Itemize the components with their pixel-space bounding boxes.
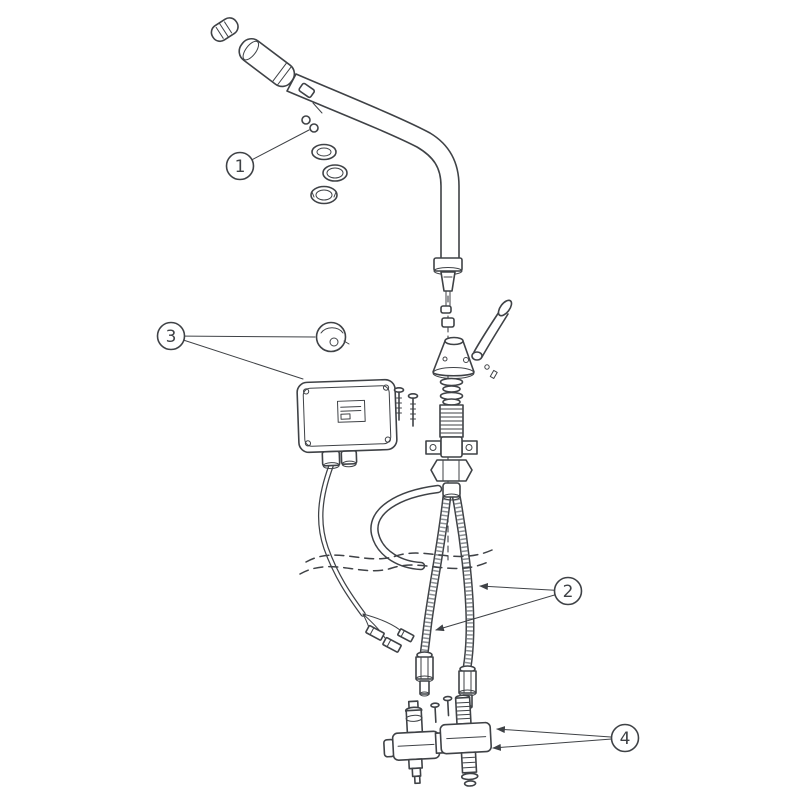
spout-rings (310, 143, 348, 205)
callout-2: 2 (435, 576, 583, 632)
callout-1: 1 (225, 129, 310, 181)
hose-loop (370, 484, 443, 571)
spout-collar (433, 257, 463, 328)
side-lever (471, 299, 513, 379)
mounting-screws (393, 386, 419, 427)
spout-joint-clip (298, 82, 323, 133)
callout-1-label: 1 (235, 157, 246, 177)
spray-head (238, 37, 296, 88)
callout-4: 4 (492, 723, 640, 753)
mounting-hardware (425, 377, 478, 501)
control-cable (317, 463, 366, 617)
callout-2-label: 2 (563, 582, 574, 602)
mixing-valve-manifold (383, 694, 492, 787)
hose-fitting-left (415, 651, 434, 697)
control-box (296, 378, 398, 470)
callout-3: 3 (156, 321, 316, 380)
sensor-disc (315, 321, 350, 353)
break-lines (299, 549, 493, 575)
spout-assembly (210, 17, 463, 328)
aerator-cap (210, 17, 239, 43)
spout-tube (286, 73, 460, 261)
callout-4-label: 4 (620, 729, 631, 749)
callout-3-label: 3 (166, 327, 177, 347)
supply-hose-left (419, 490, 452, 659)
cable-terminals (362, 613, 415, 653)
escutcheon-cone (432, 336, 475, 379)
supply-hose-right (451, 490, 475, 673)
